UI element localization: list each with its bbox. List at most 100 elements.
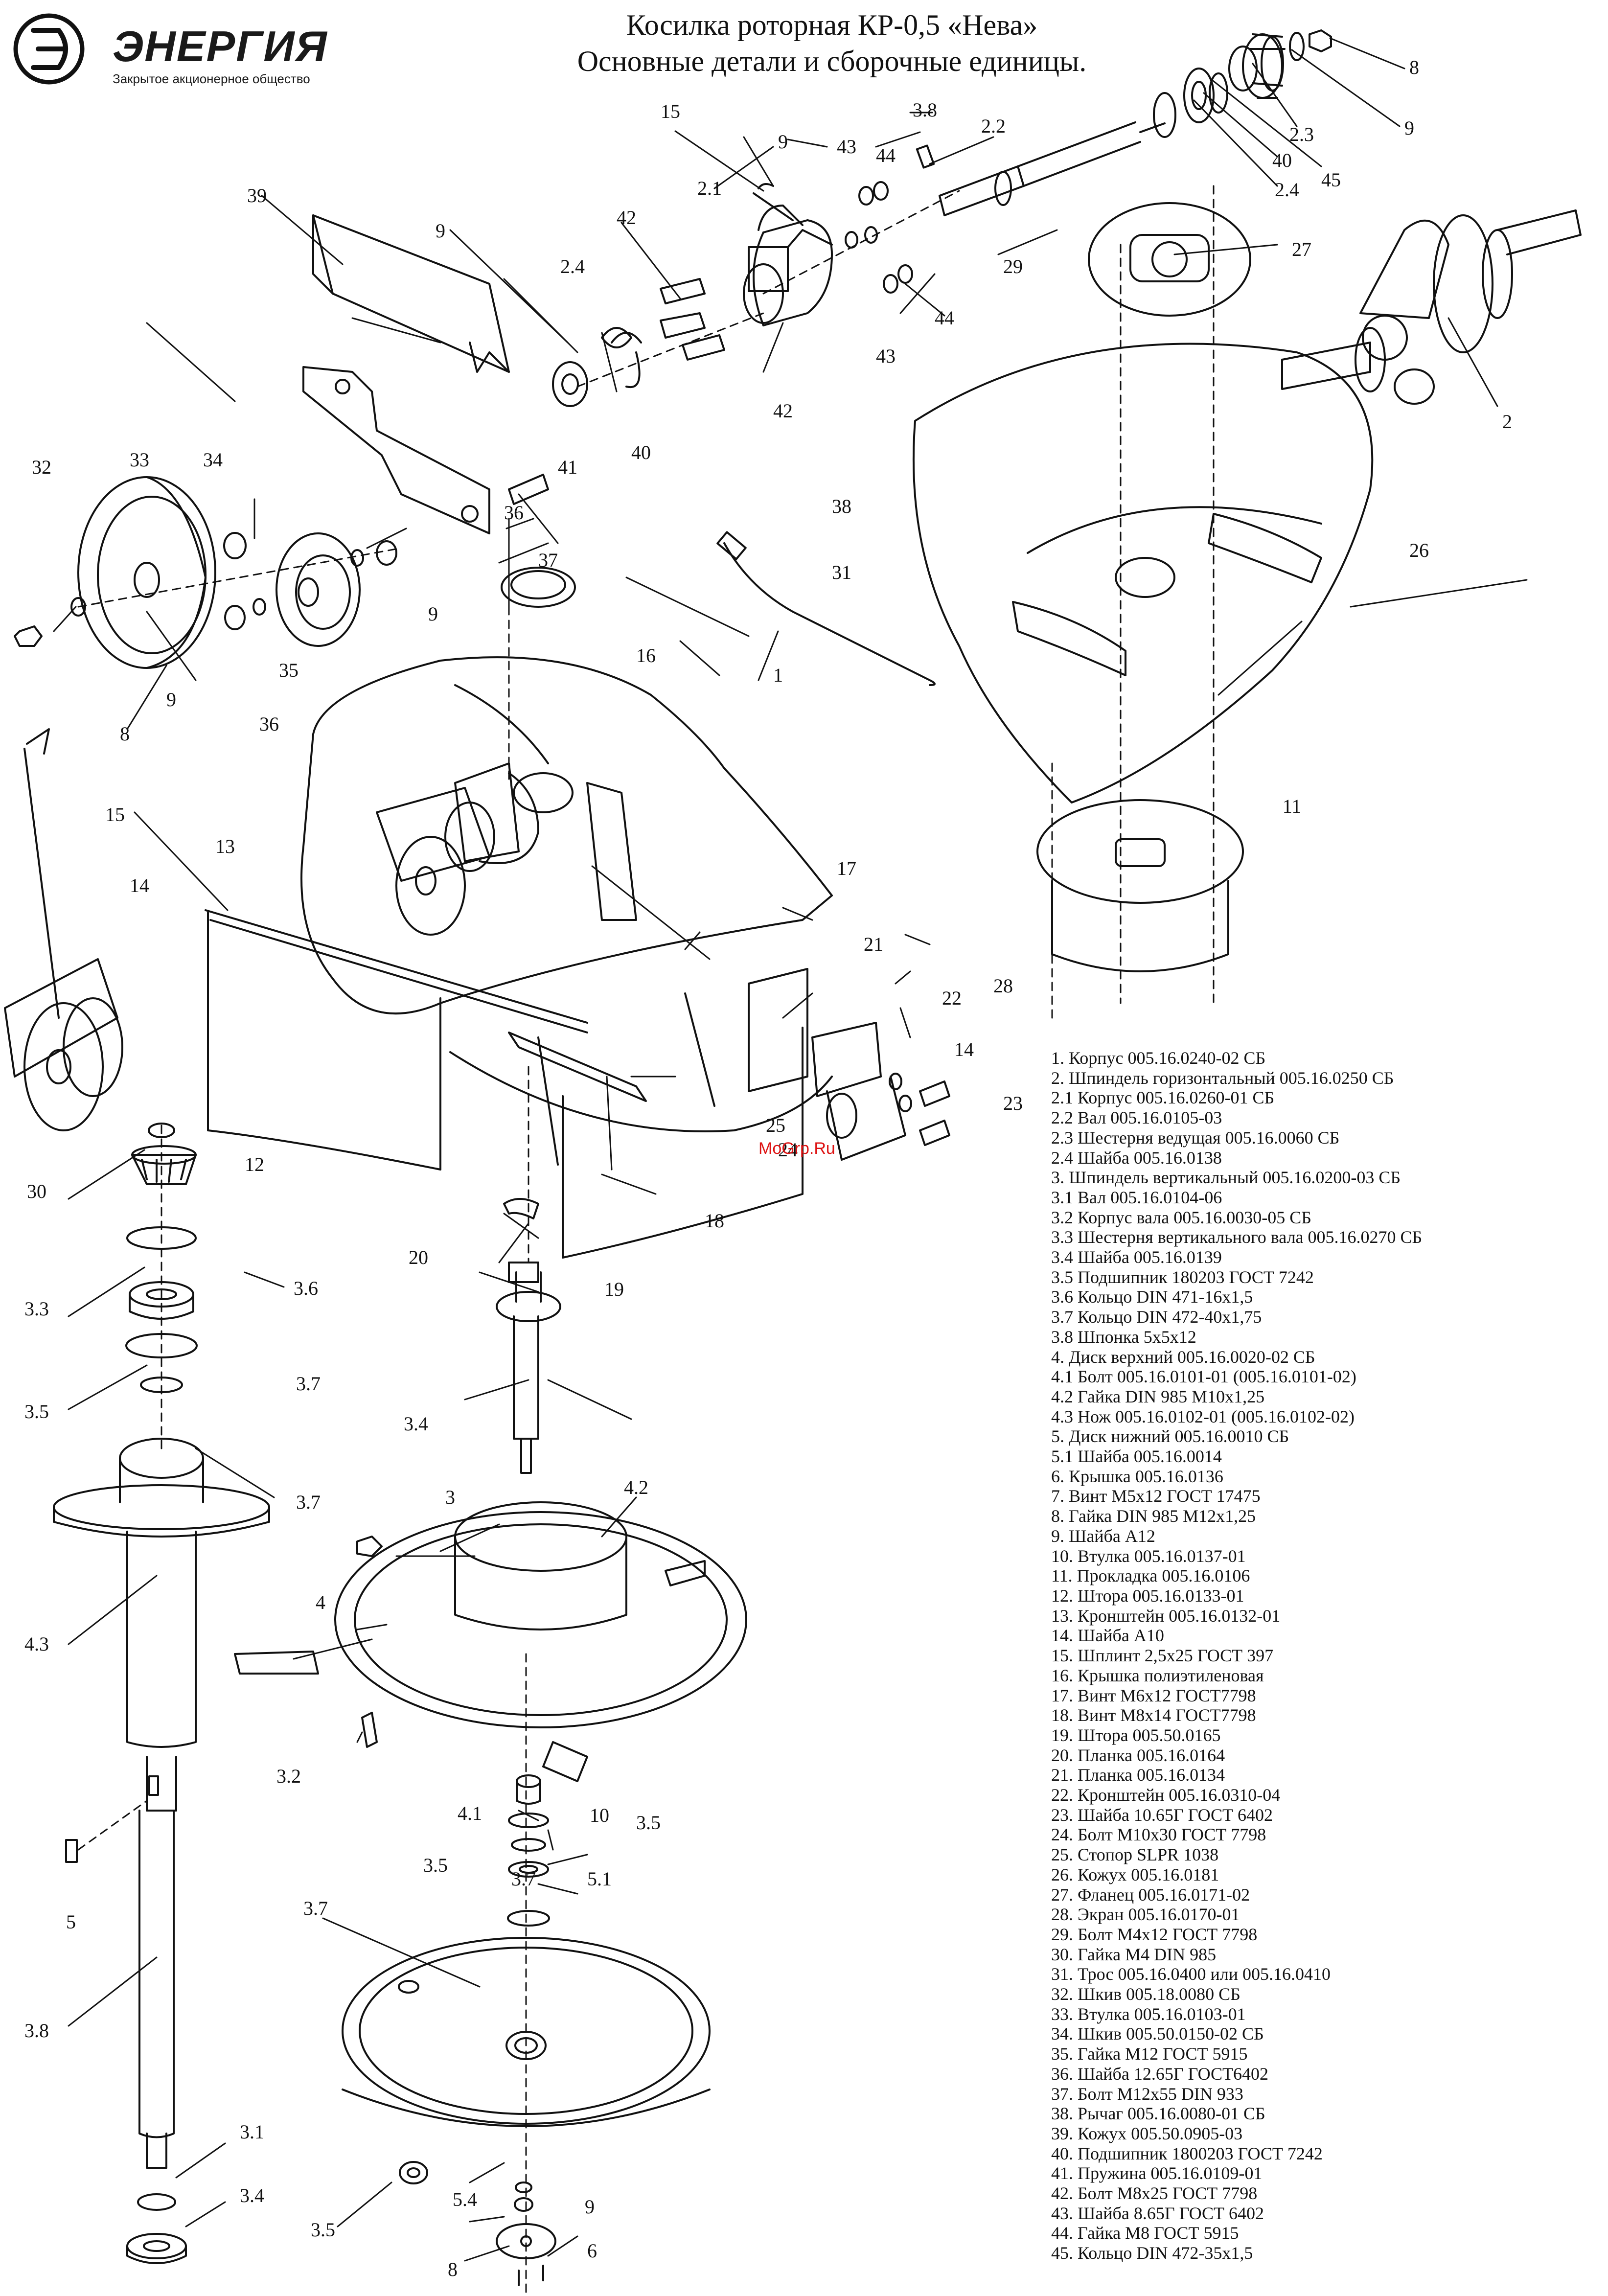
- pulley-32-assembled: [23, 997, 123, 1131]
- part-callout: 3.7: [303, 1897, 328, 1919]
- frame-under-housing: [449, 992, 833, 1166]
- part-callout: 43: [837, 136, 856, 158]
- part-callout: 37: [538, 549, 558, 571]
- part-callout: 3.4: [404, 1413, 428, 1435]
- cap-16: [501, 567, 576, 608]
- legend-item: 28. Экран 005.16.0170-01: [1051, 1905, 1240, 1925]
- part-callout: 3.5: [24, 1401, 49, 1423]
- legend-item: 3.4 Шайба 005.16.0139: [1051, 1247, 1222, 1267]
- bearing-3-5-c: [508, 1861, 549, 1878]
- legend-item: 3.7 Кольцо DIN 472-40х1,75: [1051, 1307, 1262, 1327]
- bushing-10: [516, 1774, 541, 1805]
- bearing-3-5-b: [126, 2233, 187, 2264]
- legend-item: 33. Втулка 005.16.0103-01: [1051, 2004, 1246, 2024]
- part-callout: 2.2: [981, 115, 1006, 137]
- shaft-2-2: [939, 121, 1166, 216]
- ring-45-top: [1153, 92, 1176, 138]
- ring-3-7-c: [508, 1813, 549, 1828]
- cotter-pin-15-top: [753, 183, 794, 221]
- legend-item: 3.1 Вал 005.16.0104-06: [1051, 1187, 1222, 1207]
- part-callout: 3.7: [511, 1868, 536, 1890]
- housing-1: [300, 656, 833, 1015]
- legend-item: 45. Кольцо DIN 472-35х1,5: [1051, 2243, 1253, 2263]
- legend-item: 16. Крышка полиэтиленовая: [1051, 1665, 1264, 1685]
- part-callout: 44: [876, 144, 896, 166]
- screen-28: [1036, 799, 1244, 972]
- company-name: ЭНЕРГИЯ: [113, 22, 328, 70]
- washer-36-left: [253, 598, 266, 616]
- part-callout: 3.4: [240, 2184, 264, 2206]
- legend-item: 36. Шайба 12.65Г ГОСТ6402: [1051, 2064, 1269, 2084]
- part-callout: 31: [832, 561, 851, 583]
- legend-item: 44. Гайка М8 ГОСТ 5915: [1051, 2223, 1239, 2243]
- legend-item: 1. Корпус 005.16.0240-02 СБ: [1051, 1048, 1266, 1068]
- nut-8-top: [1309, 29, 1332, 52]
- nut-36: [376, 540, 397, 566]
- nut-4-2: [356, 1536, 383, 1557]
- bracket-22: [811, 1022, 906, 1161]
- part-callout: 6: [587, 2240, 597, 2262]
- part-callout: 15: [661, 100, 680, 122]
- pulley-32: [77, 476, 216, 669]
- gear-3-3: [131, 1145, 197, 1185]
- legend-item: 5. Диск нижний 005.16.0010 СБ: [1051, 1426, 1289, 1446]
- legend-item: 24. Болт М10х30 ГОСТ 7798: [1051, 1825, 1266, 1845]
- bolts-42: [660, 278, 725, 361]
- part-callout: 14: [954, 1038, 974, 1060]
- legend-item: 4.1 Болт 005.16.0101-01 (005.16.0101-02): [1051, 1367, 1356, 1387]
- nut-35: [224, 605, 246, 630]
- legend-item: 6. Крышка 005.16.0136: [1051, 1466, 1223, 1486]
- legend-item: 39. Кожух 005.50.0905-03: [1051, 2123, 1243, 2143]
- part-callout: 24: [778, 1139, 798, 1161]
- part-callout: 32: [32, 456, 51, 478]
- part-callout: 3.6: [294, 1277, 318, 1299]
- bearing-3-5-a: [129, 1281, 194, 1320]
- legend-item: 15. Шплинт 2,5х25 ГОСТ 397: [1051, 1646, 1274, 1666]
- legend-item: 9. Шайба А12: [1051, 1526, 1155, 1546]
- company-logo: ЭНЕРГИЯ Закрытое акционерное общество: [15, 14, 367, 87]
- part-callout: 27: [1292, 238, 1311, 260]
- part-callout: 29: [1003, 255, 1023, 277]
- part-callout: 3: [445, 1486, 455, 1508]
- legend-item: 22. Кронштейн 005.16.0310-04: [1051, 1785, 1281, 1805]
- shaft-3-1: [138, 1756, 177, 2169]
- legend-item: 13. Кронштейн 005.16.0132-01: [1051, 1606, 1281, 1626]
- part-callout: 3.5: [423, 1854, 448, 1876]
- legend-item: 21. Планка 005.16.0134: [1051, 1765, 1225, 1785]
- part-callout: 2.4: [560, 255, 585, 277]
- part-callout: 35: [279, 659, 299, 681]
- legend-item: 2.1 Корпус 005.16.0260-01 СБ: [1051, 1088, 1275, 1108]
- part-callout: 3.2: [276, 1765, 301, 1787]
- page-subtitle: Основные детали и сборочные единицы.: [577, 45, 1087, 77]
- part-callout: 13: [215, 835, 235, 857]
- legend-item: 35. Гайка М12 ГОСТ 5915: [1051, 2044, 1248, 2064]
- washer-3-4-b: [137, 2193, 176, 2211]
- page-title: Косилка роторная КР-0,5 «Нева»: [626, 9, 1038, 41]
- pulley-34: [276, 532, 361, 647]
- knife-4-3: [234, 1651, 319, 1675]
- legend-item: 29. Болт М4х12 ГОСТ 7798: [1051, 1924, 1258, 1944]
- part-callout: 8: [448, 2258, 458, 2280]
- company-logo-icon: [13, 13, 85, 85]
- part-callout: 11: [1282, 795, 1302, 817]
- part-callout: 20: [409, 1246, 428, 1268]
- part-callout: 3.7: [296, 1491, 321, 1513]
- shaft-housing-3-2: [53, 1438, 270, 1748]
- legend-item: 2. Шпиндель горизонтальный 005.16.0250 С…: [1051, 1068, 1394, 1088]
- part-callout: 36: [504, 502, 524, 524]
- washers-14-23: [889, 1073, 950, 1146]
- legend-item: 43. Шайба 8.65Г ГОСТ 6402: [1051, 2203, 1264, 2223]
- legend-item: 32. Шкив 005.18.0080 СБ: [1051, 1984, 1240, 2004]
- legend-item: 3. Шпиндель вертикальный 005.16.0200-03 …: [1051, 1168, 1401, 1188]
- assembly-axes: [77, 185, 1215, 2296]
- gear-2-3: [1228, 33, 1286, 99]
- legend-item: 2.3 Шестерня ведущая 005.16.0060 СБ: [1051, 1127, 1340, 1148]
- upper-disk-4: [334, 1501, 747, 1782]
- legend-item: 8. Гайка DIN 985 М12х1,25: [1051, 1506, 1256, 1526]
- part-callout: 44: [935, 307, 954, 329]
- legend-item: 4.3 Нож 005.16.0102-01 (005.16.0102-02): [1051, 1406, 1355, 1426]
- legend-item: 17. Винт М6х12 ГОСТ7798: [1051, 1685, 1256, 1705]
